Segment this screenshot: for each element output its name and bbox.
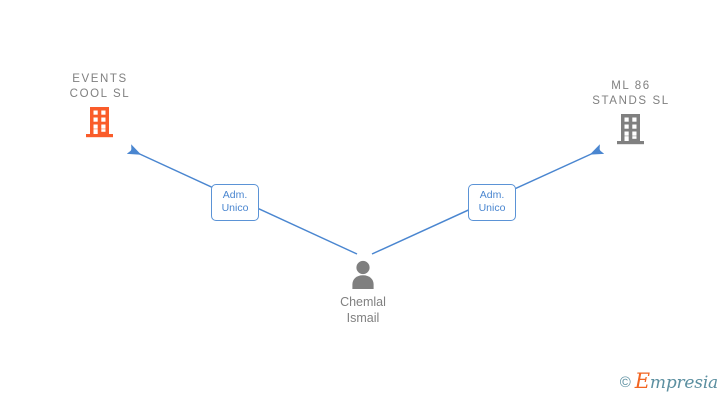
copyright-icon: © bbox=[619, 374, 631, 391]
building-icon bbox=[86, 107, 113, 138]
edge-label-adm-unico-right[interactable]: Adm. Unico bbox=[468, 184, 516, 221]
person-icon bbox=[352, 260, 374, 289]
node-label-chemlal-ismail: Chemlal Ismail bbox=[340, 295, 386, 325]
brand-rest: mpresia bbox=[649, 373, 718, 393]
building-icon bbox=[617, 114, 644, 145]
node-label-ml86-stands: ML 86 STANDS SL bbox=[592, 80, 670, 107]
node-company-ml86-stands[interactable]: ML 86 STANDS SL bbox=[551, 79, 711, 145]
empresia-watermark: © Empresia bbox=[619, 371, 718, 393]
brand-initial: E bbox=[634, 369, 650, 393]
node-company-events-cool[interactable]: EVENTS COOL SL bbox=[20, 72, 180, 138]
brand-wordmark: Empresia bbox=[635, 371, 718, 393]
edge-label-adm-unico-left[interactable]: Adm. Unico bbox=[211, 184, 259, 221]
node-person-chemlal-ismail[interactable]: Chemlal Ismail bbox=[283, 255, 443, 326]
node-label-events-cool: EVENTS COOL SL bbox=[69, 73, 131, 100]
